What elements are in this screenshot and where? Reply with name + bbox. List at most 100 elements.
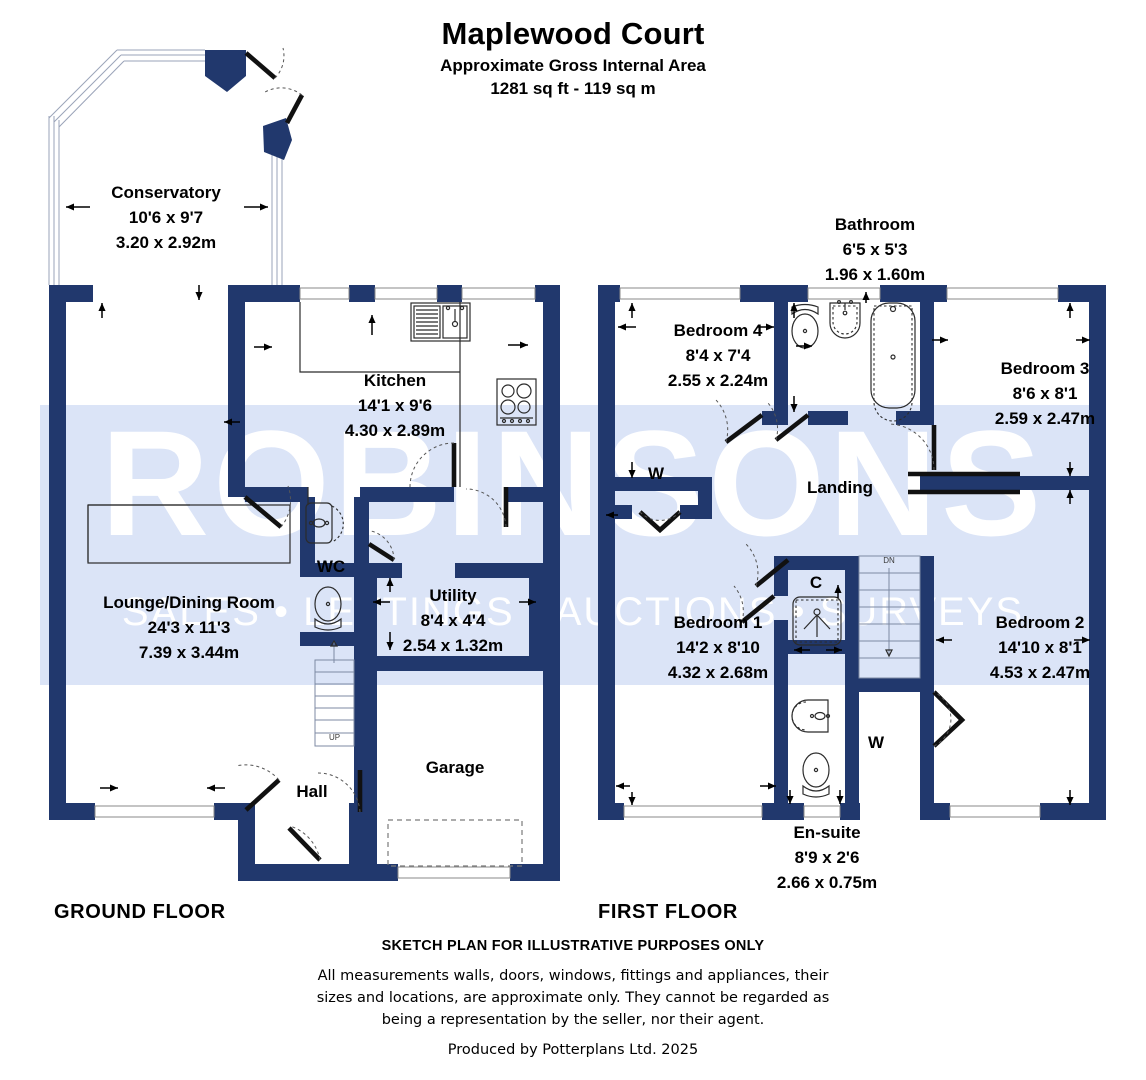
room-dims-imperial: 6'5 x 5'3 <box>842 240 908 259</box>
conservatory-door-leaf-1 <box>244 51 277 80</box>
window <box>619 287 741 300</box>
window <box>94 805 215 818</box>
bedroom1-door-leaf <box>754 558 790 588</box>
front-door-swing <box>235 764 280 781</box>
first-floor-walls <box>598 285 1106 820</box>
room-name: Lounge/Dining Room <box>103 593 275 612</box>
ensuite-door-leaf <box>740 594 776 624</box>
room-label-utility: Utility 8'4 x 4'4 2.54 x 1.32m <box>363 583 543 658</box>
room-label-hall: Hall <box>296 782 328 801</box>
room-name: Bedroom 4 <box>673 321 763 340</box>
window <box>374 287 438 300</box>
room-dims-imperial: 14'2 x 8'10 <box>676 638 760 657</box>
conservatory-glazing <box>48 49 283 285</box>
door-leaf <box>243 495 283 529</box>
ground-floor-label: GROUND FLOOR <box>54 901 226 923</box>
room-label-ensuite: En-suite 8'9 x 2'6 2.66 x 0.75m <box>712 820 942 895</box>
room-dims-imperial: 8'6 x 8'1 <box>1012 384 1078 403</box>
room-dims-metric: 2.59 x 2.47m <box>994 409 1096 428</box>
room-dims-metric: 1.96 x 1.60m <box>824 265 926 284</box>
ensuite-fittings <box>791 596 842 798</box>
ensuite-door-swing <box>733 585 744 623</box>
room-dims-metric: 4.53 x 2.47m <box>989 663 1091 682</box>
garage-marking <box>387 819 523 867</box>
room-name: Bedroom 1 <box>673 613 763 632</box>
wardrobe-swing-bottom <box>933 691 952 747</box>
room-dims-metric: 3.20 x 2.92m <box>115 233 217 252</box>
room-dims-imperial: 8'4 x 4'4 <box>420 611 486 630</box>
room-dims-metric: 2.54 x 1.32m <box>402 636 504 655</box>
room-label-lounge-dining: Lounge/Dining Room 24'3 x 11'3 7.39 x 3.… <box>64 590 314 665</box>
room-label-bedroom-2: Bedroom 2 14'10 x 8'1 4.53 x 2.47m <box>936 610 1144 685</box>
porch-door-swing <box>289 825 321 861</box>
front-door-leaf <box>244 778 281 812</box>
producer-credit: Produced by Potterplans Ltd. 2025 <box>447 1042 699 1058</box>
stairs-direction-up: UP <box>328 733 341 742</box>
ground-floor-walls <box>49 285 560 881</box>
room-dims-metric: 4.30 x 2.89m <box>344 421 446 440</box>
first-floor-label: FIRST FLOOR <box>598 901 738 923</box>
bath-icon <box>870 302 916 422</box>
sink-icon <box>413 305 468 339</box>
room-dims-imperial: 14'10 x 8'1 <box>998 638 1082 657</box>
room-name: Bedroom 2 <box>995 613 1085 632</box>
door-leaf <box>367 542 396 562</box>
room-dims-imperial: 8'9 x 2'6 <box>794 848 860 867</box>
window <box>803 805 841 818</box>
watermark-tagline: SALES • LETTINGS • AUCTIONS • SURVEYS <box>122 590 1024 634</box>
room-dims-metric: 2.55 x 2.24m <box>667 371 769 390</box>
watermark-band: ROBINSONS SALES • LETTINGS • AUCTIONS • … <box>40 399 1106 685</box>
room-dims-imperial: 10'6 x 9'7 <box>128 208 204 227</box>
disclaimer-body: All measurements walls, doors, windows, … <box>0 965 1146 1031</box>
room-name: Conservatory <box>111 183 221 202</box>
window <box>623 805 763 818</box>
room-dims-imperial: 8'4 x 7'4 <box>685 346 751 365</box>
conservatory-door-leaf-2 <box>284 93 305 125</box>
sink-unit <box>410 302 471 342</box>
room-label-bedroom-4: Bedroom 4 8'4 x 7'4 2.55 x 2.24m <box>613 318 823 393</box>
staircase-up <box>314 639 355 747</box>
shower-icon <box>792 596 842 646</box>
room-name: Bathroom <box>834 215 916 234</box>
toilet-icon <box>314 586 342 631</box>
room-label-bathroom: Bathroom 6'5 x 5'3 1.96 x 1.60m <box>760 212 990 287</box>
window <box>461 287 536 300</box>
basin-icon <box>829 300 861 339</box>
window <box>807 287 881 300</box>
disclaimer-heading: SKETCH PLAN FOR ILLUSTRATIVE PURPOSES ON… <box>381 938 765 954</box>
ground-dimension-arrows <box>66 203 536 792</box>
area-subtitle: Approximate Gross Internal Area <box>440 56 706 75</box>
room-label-conservatory: Conservatory 10'6 x 9'7 3.20 x 2.92m <box>46 180 286 255</box>
disclaimer-line-1: All measurements walls, doors, windows, … <box>317 968 829 984</box>
window <box>299 287 350 300</box>
conservatory-door-pad-top <box>205 50 246 92</box>
watermark-brand: ROBINSONS <box>101 399 1045 567</box>
room-name: Utility <box>429 586 477 605</box>
room-label-cupboard: C <box>809 573 823 592</box>
garage-door <box>397 866 511 879</box>
room-dims-imperial: 14'1 x 9'6 <box>357 396 433 415</box>
bathroom-door-leaf <box>774 413 810 442</box>
porch-door-leaf <box>287 826 322 862</box>
room-label-wc: WC <box>316 557 346 576</box>
disclaimer-line-2: sizes and locations, are approximate onl… <box>316 990 830 1006</box>
conservatory-door-swing-1 <box>274 47 285 79</box>
room-label-wardrobe-bottom: W <box>867 733 885 752</box>
wc-fittings <box>305 502 344 631</box>
hob-icon <box>496 378 537 426</box>
wardrobe-doors-bottom <box>932 690 966 748</box>
room-dims-metric: 4.32 x 2.68m <box>667 663 769 682</box>
door-swing <box>465 488 507 528</box>
room-label-landing: Landing <box>806 478 874 497</box>
room-dims-imperial: 24'3 x 11'3 <box>147 618 231 637</box>
room-name: Bedroom 3 <box>1000 359 1090 378</box>
room-dims-metric: 2.66 x 0.75m <box>776 873 878 892</box>
window <box>949 805 1041 818</box>
first-floor-doors <box>638 399 966 748</box>
room-label-kitchen: Kitchen 14'1 x 9'6 4.30 x 2.89m <box>275 368 515 443</box>
room-label-garage: Garage <box>425 758 485 777</box>
toilet-icon <box>802 752 830 798</box>
first-floor-plan <box>598 285 1106 820</box>
wardrobe-doors-top <box>638 510 682 534</box>
